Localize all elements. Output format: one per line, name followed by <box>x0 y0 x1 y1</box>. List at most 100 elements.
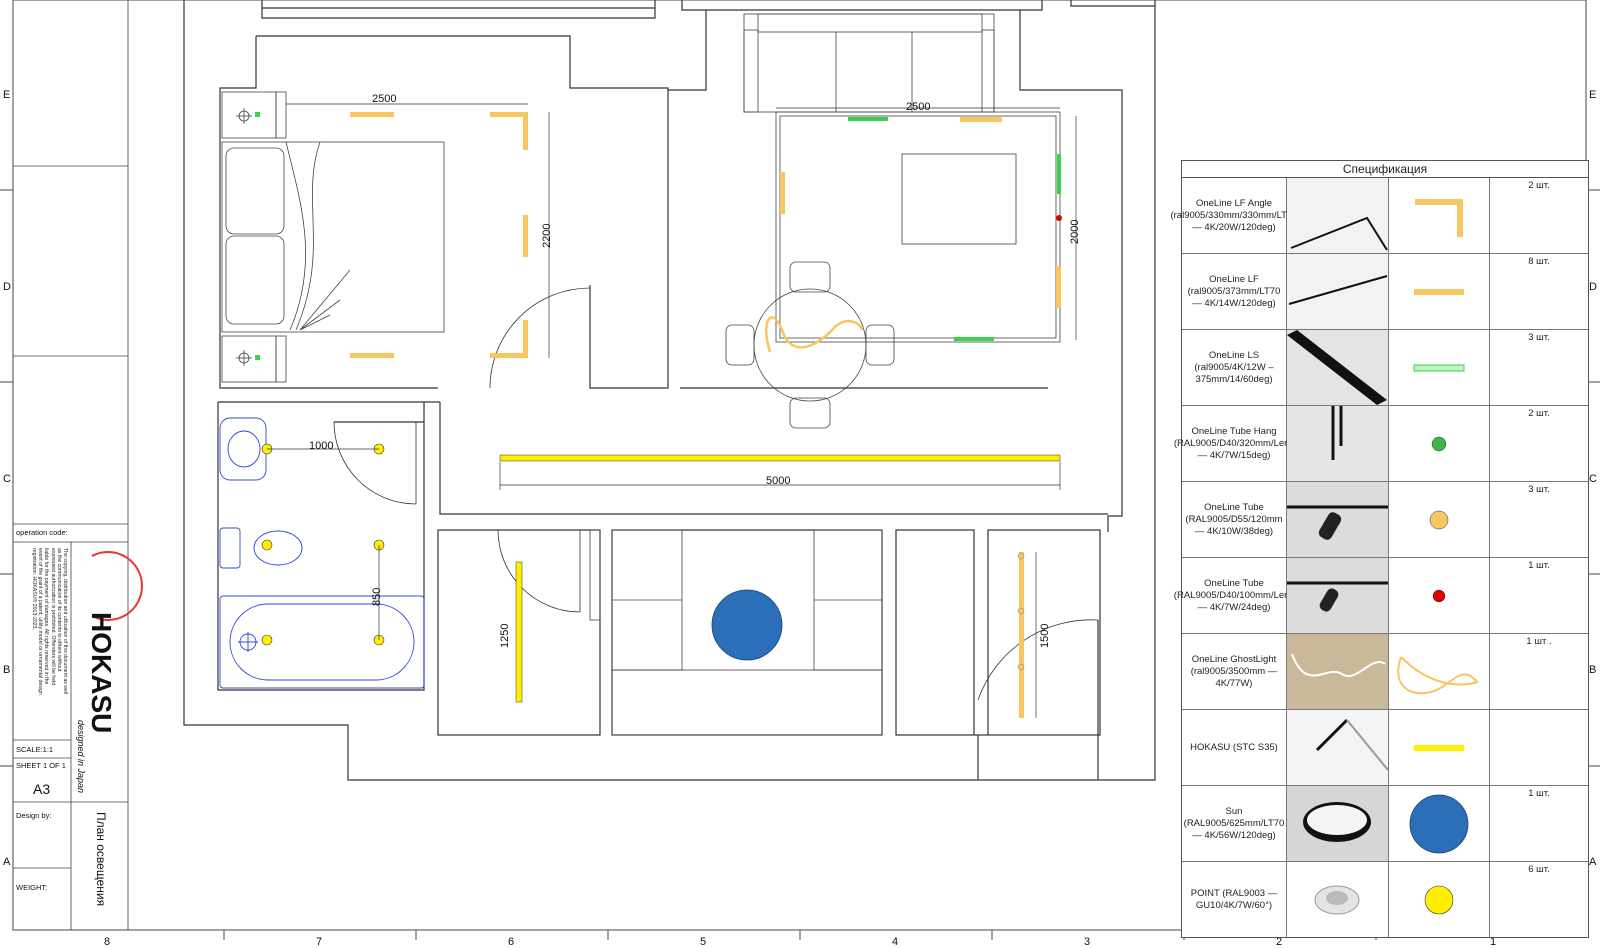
col-marker-1: 1 <box>1490 936 1496 948</box>
toilet-bowl <box>253 530 303 566</box>
spec-item-name: POINT (RAL9003 — GU10/4K/7W/60°) <box>1182 862 1287 937</box>
orange-dot-symbol-icon <box>1389 482 1490 557</box>
ghost-light-symbol-icon <box>1389 634 1490 709</box>
angle-symbol-icon <box>1389 178 1490 253</box>
linear-light <box>523 215 528 257</box>
dim-bath-vertical: 850 <box>371 588 383 606</box>
col-marker-7: 7 <box>316 936 322 948</box>
dim-entry-strip: 1500 <box>1039 624 1051 648</box>
spec-item-name: OneLine Tube Hang (RAL9005/D40/320mm/Len… <box>1174 406 1294 481</box>
spec-item-name: OneLine LF Angle (ral9005/330mm/330mm/LT… <box>1170 178 1298 253</box>
sink <box>219 417 267 481</box>
corridor-strip-light <box>499 454 1061 462</box>
yellow-disc-symbol-icon <box>1389 862 1490 937</box>
dim-living-width: 2500 <box>906 101 930 113</box>
col-marker-3: 3 <box>1084 936 1090 948</box>
spec-row: OneLine GhostLight (ral9005/3500mm — 4K/… <box>1182 634 1588 710</box>
linear-light <box>350 112 394 117</box>
col-marker-2: 2 <box>1276 936 1282 948</box>
row-marker-c-right: C <box>1589 473 1597 485</box>
dim-bath-spacing: 1000 <box>309 440 333 452</box>
bathtub <box>219 595 425 689</box>
bedside-green-marker <box>255 112 260 117</box>
green-dot-symbol-icon <box>1389 406 1490 481</box>
col-marker-8: 8 <box>104 936 110 948</box>
brand-logo: HOKASU designed in Japan <box>76 551 143 793</box>
spec-item-qty: 3 шт. <box>1528 332 1550 343</box>
dim-living-height: 2000 <box>1069 220 1081 244</box>
product-photo <box>1287 634 1389 709</box>
point-light <box>261 634 273 646</box>
spec-item-qty: 2 шт. <box>1528 408 1550 419</box>
spec-item-qty: 6 шт. <box>1528 864 1550 875</box>
angle-light <box>490 112 528 150</box>
yellow-bar-symbol-icon <box>1389 710 1490 785</box>
product-photo <box>1287 482 1389 557</box>
product-photo <box>1287 406 1389 481</box>
sheet-count-label: SHEET 1 OF 1 <box>16 761 66 770</box>
specification-title: Спецификация <box>1182 161 1588 178</box>
linear-light <box>780 172 785 214</box>
angle-light <box>490 320 528 358</box>
row-marker-a: A <box>3 856 11 868</box>
spec-item-name: OneLine Tube (RAL9005/D40/100mm/Lens — 4… <box>1174 558 1294 633</box>
product-photo <box>1287 254 1389 329</box>
product-photo <box>1287 330 1389 405</box>
spec-item-qty: 8 шт. <box>1528 256 1550 267</box>
scale-label: SCALE:1:1 <box>16 745 53 754</box>
ls-strip <box>1057 154 1061 194</box>
ls-strip <box>848 117 888 121</box>
product-photo <box>1287 786 1389 861</box>
brand-tagline: designed in Japan <box>76 720 86 793</box>
row-marker-e: E <box>3 89 10 101</box>
spec-row: OneLine Tube Hang (RAL9005/D40/320mm/Len… <box>1174 406 1588 482</box>
row-marker-c: C <box>3 473 11 485</box>
specification-table: Спецификация OneLine LF Angle (ral9005/3… <box>1170 160 1589 938</box>
toilet-tank <box>219 527 241 569</box>
row-marker-a-right: A <box>1589 856 1597 868</box>
spec-item-qty: 1 шт . <box>1526 636 1552 647</box>
linear-light <box>960 117 1002 122</box>
spec-row: HOKASU (STC S35) <box>1182 710 1588 786</box>
row-marker-b-right: B <box>1589 664 1596 676</box>
product-photo <box>1287 710 1389 785</box>
red-tube-light <box>1056 215 1062 221</box>
spec-item-name: OneLine LF (ral9005/373mm/LT70 — 4K/14W/… <box>1182 254 1287 329</box>
product-photo <box>1287 178 1389 253</box>
dim-closet-strip: 1250 <box>499 624 511 648</box>
sofa <box>743 13 995 113</box>
spec-row: OneLine LF (ral9005/373mm/LT70 — 4K/14W/… <box>1182 254 1588 330</box>
closet-strip-light <box>515 561 523 703</box>
spec-row: OneLine LF Angle (ral9005/330mm/330mm/LT… <box>1170 178 1588 254</box>
brand-name: HOKASU <box>86 612 117 733</box>
spec-item-qty: 1 шт. <box>1528 788 1550 799</box>
ghost-light <box>765 316 864 353</box>
dim-bedroom-height: 2200 <box>541 224 553 248</box>
doors <box>333 287 1099 701</box>
weight-label: WEIGHT: <box>16 883 47 892</box>
ls-symbol-icon <box>1389 330 1490 405</box>
entry-strip-lights <box>1017 552 1025 718</box>
spec-row: OneLine LS (ral9005/4K/12W – 375mm/14/60… <box>1182 330 1588 406</box>
spec-item-name: Sun (RAL9005/625mm/LT70 — 4K/56W/120deg) <box>1182 786 1287 861</box>
brand-logo-mark <box>91 551 143 621</box>
spec-row: OneLine Tube (RAL9005/D40/100mm/Lens — 4… <box>1174 558 1588 634</box>
col-marker-5: 5 <box>700 936 706 948</box>
red-dot-symbol-icon <box>1389 558 1490 633</box>
title-block-frame <box>13 0 129 930</box>
spec-item-qty: 1 шт. <box>1528 560 1550 571</box>
row-marker-d-right: D <box>1589 281 1597 293</box>
spec-item-qty: 3 шт. <box>1528 484 1550 495</box>
column-markers: 8 7 6 5 4 3 2 1 <box>104 936 1496 948</box>
spec-row: OneLine Tube (RAL9005/D55/120mm — 4K/10W… <box>1182 482 1588 558</box>
bed <box>221 91 445 383</box>
dimension-lines <box>286 103 1077 718</box>
operation-code-label: operation code: <box>16 528 68 537</box>
dim-corridor-strip: 5000 <box>766 475 790 487</box>
spec-item-name: OneLine GhostLight (ral9005/3500mm — 4K/… <box>1182 634 1287 709</box>
spec-item-name: OneLine Tube (RAL9005/D55/120mm — 4K/10W… <box>1182 482 1287 557</box>
col-marker-6: 6 <box>508 936 514 948</box>
bathroom-fixtures <box>219 417 425 689</box>
spec-item-qty <box>1490 710 1588 785</box>
